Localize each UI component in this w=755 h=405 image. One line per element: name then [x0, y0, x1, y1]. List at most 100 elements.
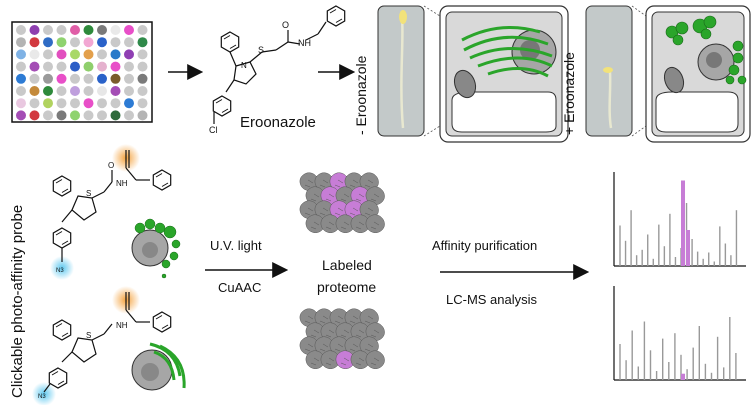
labeled-peak: [681, 180, 685, 266]
plate-well: [70, 98, 80, 109]
plate-well: [56, 25, 67, 35]
plate-well: [16, 25, 26, 35]
plate-well: [43, 110, 53, 121]
plate-well: [29, 98, 40, 109]
plate-well: [97, 25, 107, 35]
svg-text:NH: NH: [116, 321, 128, 330]
labeled-peak: [681, 373, 685, 380]
plate-well: [83, 25, 94, 35]
plate-well: [124, 25, 134, 35]
azide-label-2: N3: [38, 394, 46, 400]
plate-well: [137, 49, 148, 60]
plate-well: [97, 37, 107, 48]
treated-label: + Eroonazole: [561, 52, 577, 135]
plate-well: [29, 110, 40, 121]
azide-label-1: N3: [56, 268, 64, 274]
svg-text:NH: NH: [116, 179, 128, 188]
plate-well: [29, 61, 40, 72]
compound-plate: [11, 21, 153, 123]
probe-1-structure: S NH O N3: [50, 144, 172, 280]
probe-1-cell: [131, 218, 181, 279]
plate-well: [70, 25, 80, 35]
plate-well: [124, 73, 134, 84]
plate-well: [97, 73, 107, 84]
treated-cotyledon: [603, 67, 613, 73]
svg-text:S: S: [86, 331, 91, 340]
plate-well: [29, 86, 40, 96]
plate-well: [70, 61, 80, 72]
spectrum-top: [613, 172, 746, 267]
plate-well: [97, 110, 107, 121]
plate-well: [137, 25, 148, 35]
plate-well: [56, 110, 67, 121]
step2-line2: LC-MS analysis: [446, 292, 538, 307]
plate-well: [43, 86, 53, 96]
plate-well: [56, 98, 67, 109]
plate-well: [110, 110, 121, 121]
compound-name: Eroonazole: [240, 114, 316, 131]
control-seedling: [400, 17, 405, 129]
plate-well: [16, 49, 26, 60]
protein: [365, 214, 386, 234]
middle-line2: proteome: [317, 279, 376, 295]
plate-well: [83, 86, 94, 96]
labeled-peak: [686, 230, 690, 266]
step1-line2: CuAAC: [218, 280, 261, 295]
plate-well: [83, 37, 94, 48]
spectrum-bottom: [613, 286, 746, 381]
middle-line1: Labeled: [322, 257, 372, 273]
plate-well: [110, 61, 121, 72]
treated-seedling: [608, 71, 613, 129]
step2-line1: Affinity purification: [432, 238, 537, 253]
protein: [365, 350, 386, 370]
nh-group: NH: [298, 38, 311, 48]
plate-well: [29, 49, 40, 60]
plate-well: [137, 110, 148, 121]
probe-2-structure: S NH N3: [32, 286, 172, 405]
eroonazole-structure: [212, 5, 346, 124]
plate-well: [83, 49, 94, 60]
plate-well: [124, 98, 134, 109]
plate-well: [137, 98, 148, 109]
plate-well: [110, 25, 121, 35]
plate-well: [56, 86, 67, 96]
plate-well: [70, 110, 80, 121]
plate-well: [70, 37, 80, 48]
plate-well: [110, 37, 121, 48]
plate-well: [16, 110, 26, 121]
plate-well: [56, 73, 67, 84]
plate-well: [83, 110, 94, 121]
plate-well: [137, 73, 148, 84]
plate-well: [137, 86, 148, 96]
plate-well: [29, 25, 40, 35]
plate-wells: [16, 25, 148, 121]
sulfur-atom: S: [258, 45, 264, 55]
control-cell: [439, 5, 569, 143]
plate-well: [137, 61, 148, 72]
plate-well: [16, 61, 26, 72]
triazole-n: N: [241, 61, 247, 70]
svg-text:S: S: [86, 189, 91, 198]
plate-well: [43, 37, 53, 48]
plate-well: [124, 37, 134, 48]
plate-well: [83, 98, 94, 109]
plate-well: [124, 49, 134, 60]
treated-cell: [645, 5, 751, 143]
plate-well: [56, 37, 67, 48]
plate-well: [97, 49, 107, 60]
plate-well: [43, 61, 53, 72]
plate-well: [43, 49, 53, 60]
proteome-cluster-top: [299, 172, 386, 234]
plate-well: [43, 73, 53, 84]
plate-well: [124, 61, 134, 72]
plate-well: [29, 37, 40, 48]
chlorine-label: Cl: [209, 125, 218, 135]
plate-well: [97, 98, 107, 109]
plate-well: [97, 86, 107, 96]
plate-well: [16, 37, 26, 48]
plate-well: [83, 61, 94, 72]
plate-well: [110, 86, 121, 96]
plate-well: [70, 49, 80, 60]
